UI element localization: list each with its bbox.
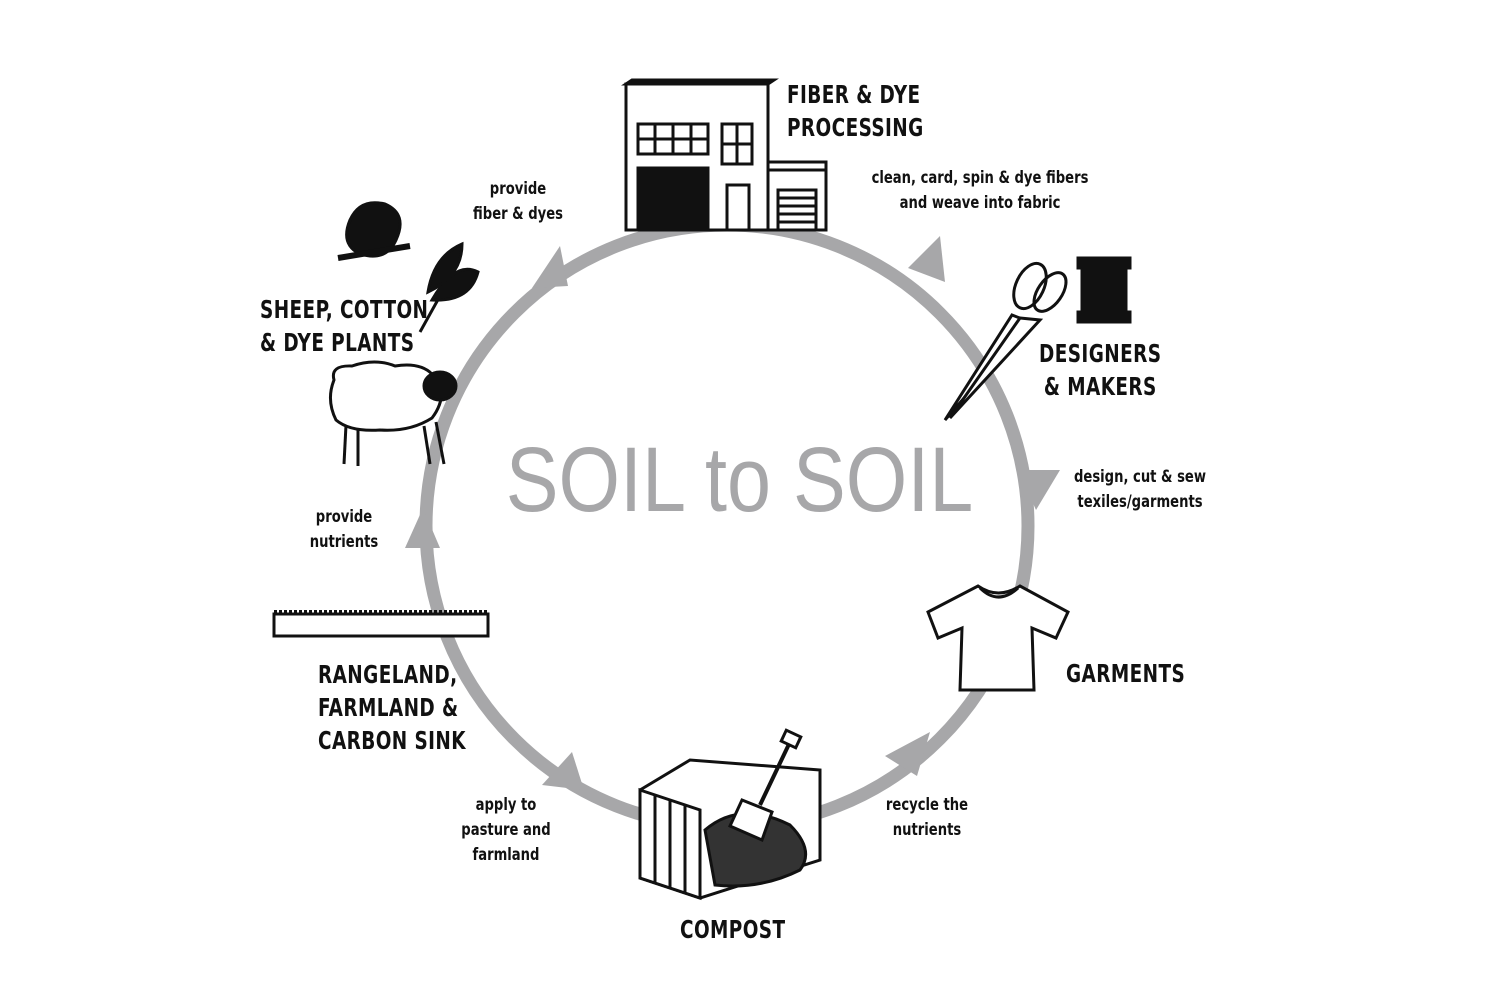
step-label-line: recycle the <box>885 795 969 815</box>
factory-building-icon <box>621 78 828 232</box>
step-label-sheep-to-fiber: provide fiber & dyes <box>470 177 566 227</box>
flower-and-leaf-icon <box>337 201 480 333</box>
step-label-garments-to-compost: recycle the nutrients <box>880 793 975 843</box>
step-label-line: pasture and <box>461 820 551 840</box>
stage-label-line: CARBON SINK <box>318 726 466 755</box>
stage-label-line: & MAKERS <box>1043 372 1157 401</box>
step-label-line: and weave into fabric <box>899 193 1061 213</box>
stage-label-line: SHEEP, COTTON <box>260 295 429 324</box>
arrow-sheep-to-fiber <box>532 246 568 288</box>
step-label-line: apply to <box>475 795 537 815</box>
arrow-fiber-to-designers <box>908 236 945 282</box>
stage-label-line: FIBER & DYE <box>787 80 921 109</box>
stage-label-garments: GARMENTS <box>1066 657 1185 690</box>
step-label-compost-to-rangeland: apply to pasture and farmland <box>458 793 554 868</box>
step-label-line: nutrients <box>892 820 962 840</box>
step-label-fiber-to-designers: clean, card, spin & dye fibers and weave… <box>864 166 1096 216</box>
arrow-garments-to-compost <box>885 732 930 776</box>
stage-label-line: COMPOST <box>680 915 786 944</box>
stage-label-compost: COMPOST <box>680 913 785 946</box>
step-label-line: provide <box>489 179 547 199</box>
step-label-designers-to-garments: design, cut & sew texiles/garments <box>1067 465 1213 515</box>
step-label-line: design, cut & sew <box>1073 467 1207 487</box>
arrow-compost-to-rangeland <box>542 752 584 790</box>
stage-label-fiber-dye-processing: FIBER & DYE PROCESSING <box>787 78 924 144</box>
step-label-line: clean, card, spin & dye fibers <box>871 168 1089 188</box>
scissors-and-thread-spool-icon <box>943 256 1132 421</box>
step-label-line: provide <box>315 507 373 527</box>
step-label-rangeland-to-sheep: provide nutrients <box>303 505 386 555</box>
stage-label-line: & DYE PLANTS <box>260 328 415 357</box>
stage-label-line: RANGELAND, <box>318 660 458 689</box>
stage-label-line: PROCESSING <box>787 113 924 142</box>
step-label-line: fiber & dyes <box>473 204 563 224</box>
stage-label-line: GARMENTS <box>1066 659 1186 688</box>
arrow-rangeland-to-sheep <box>405 508 440 548</box>
stage-label-line: FARMLAND & <box>318 693 459 722</box>
compost-bin-with-shovel-icon <box>638 728 822 901</box>
step-label-line: farmland <box>472 845 540 865</box>
soil-strip-icon <box>272 610 490 638</box>
step-label-line: nutrients <box>309 532 379 552</box>
arrow-designers-to-garments <box>1018 470 1060 510</box>
step-label-line: texiles/garments <box>1077 492 1203 512</box>
sheep-icon <box>329 360 458 466</box>
cycle-arrows <box>405 236 1060 790</box>
t-shirt-icon <box>926 584 1070 692</box>
center-title: SOIL to SOIL <box>505 429 974 531</box>
stage-label-rangeland: RANGELAND, FARMLAND & CARBON SINK <box>318 658 466 757</box>
stage-label-designers-makers: DESIGNERS & MAKERS <box>1039 337 1161 403</box>
stage-label-line: DESIGNERS <box>1039 339 1162 368</box>
stage-label-sheep-cotton-dye-plants: SHEEP, COTTON & DYE PLANTS <box>260 293 428 359</box>
